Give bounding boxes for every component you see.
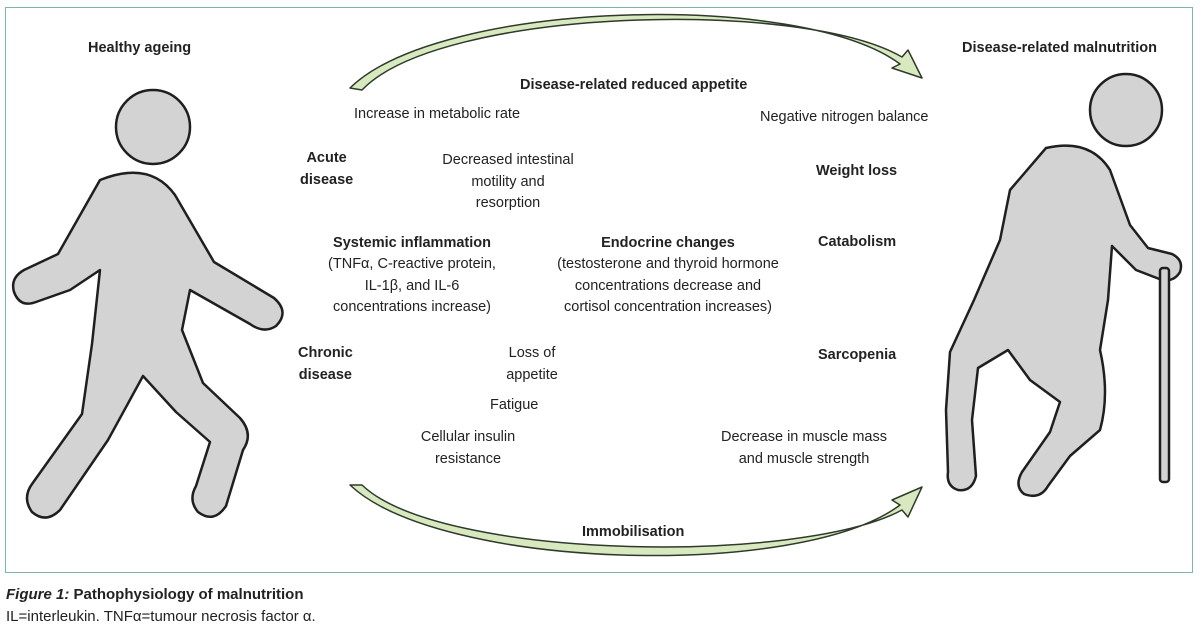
nitrogen-balance-label: Negative nitrogen balance xyxy=(760,109,929,125)
figure-panel xyxy=(5,7,1193,573)
systemic-inflammation-title: Systemic inflammation xyxy=(333,235,491,251)
intestinal-motility-label: Decreased intestinal motility and resorp… xyxy=(442,152,574,211)
bottom-arc-arrow xyxy=(349,484,923,557)
bottom-arrow-label: Immobilisation xyxy=(582,524,685,540)
healthy-ageing-title: Healthy ageing xyxy=(88,40,192,56)
figure-caption: Figure 1: Pathophysiology of malnutritio… xyxy=(6,584,316,628)
disease-related-malnutrition-title: Disease-related malnutrition xyxy=(962,40,1157,56)
muscle-mass-label: Decrease in muscle mass and muscle stren… xyxy=(721,429,887,467)
top-arc-arrow xyxy=(349,13,923,91)
catabolism-label: Catabolism xyxy=(818,234,897,250)
loss-of-appetite-label: Loss of appetite xyxy=(506,345,558,383)
acute-disease-label: Acute disease xyxy=(300,150,354,188)
walking-person-icon xyxy=(11,88,284,519)
endocrine-changes-detail: (testosterone and thyroid hormone concen… xyxy=(557,256,779,315)
figure-title: Pathophysiology of malnutrition xyxy=(69,586,304,603)
caption-note: IL=interleukin. TNFα=tumour necrosis fac… xyxy=(6,608,316,625)
sarcopenia-label: Sarcopenia xyxy=(818,347,897,363)
metabolic-rate-label: Increase in metabolic rate xyxy=(354,106,521,122)
figure-number: Figure 1: xyxy=(6,586,70,603)
fatigue-label: Fatigue xyxy=(490,397,539,413)
systemic-inflammation-detail: (TNFα, C-reactive protein, IL-1β, and IL… xyxy=(328,256,496,315)
elderly-person-icon xyxy=(944,72,1183,497)
weight-loss-label: Weight loss xyxy=(816,163,898,179)
endocrine-changes-title: Endocrine changes xyxy=(601,235,735,251)
chronic-disease-label: Chronic disease xyxy=(298,345,353,383)
caption-title: Figure 1: Pathophysiology of malnutritio… xyxy=(6,584,316,606)
insulin-resistance-label: Cellular insulin resistance xyxy=(420,429,516,467)
top-arrow-label: Disease-related reduced appetite xyxy=(520,77,748,93)
